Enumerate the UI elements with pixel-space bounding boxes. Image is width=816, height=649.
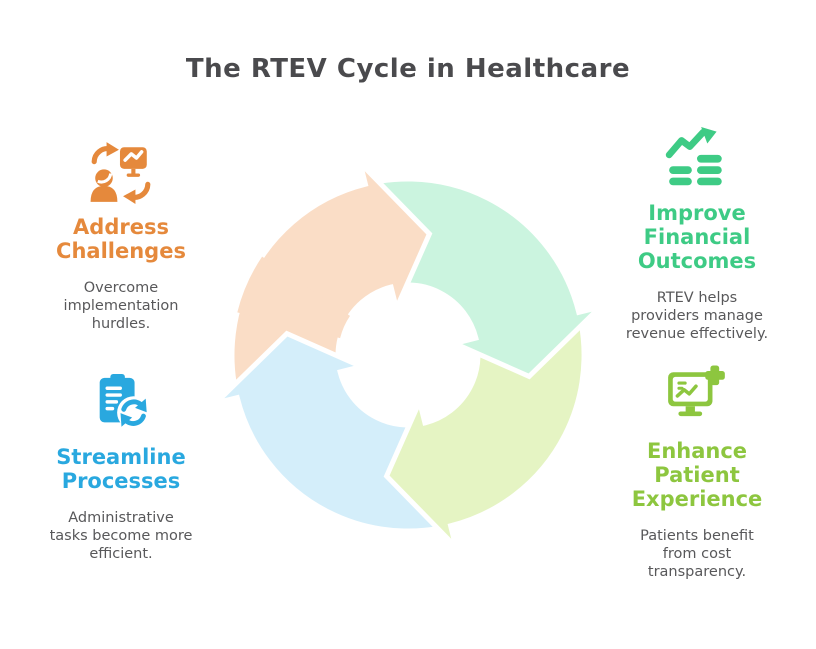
cycle-diagram <box>208 155 608 555</box>
cycle-segment-peach-seam <box>237 256 350 339</box>
section-description: RTEV helps providers manage revenue effe… <box>625 289 769 343</box>
section-description: Overcome implementation hurdles. <box>63 279 179 333</box>
section-enhance-patient-experience: Enhance Patient Experience Patients bene… <box>604 360 790 582</box>
section-improve-financial-outcomes: Improve Financial Outcomes RTEV helps pr… <box>604 122 790 344</box>
section-heading: Streamline Processes <box>56 445 186 493</box>
section-description: Patients benefit from cost transparency. <box>640 527 754 581</box>
person-sync-icon <box>90 142 151 204</box>
clipboard-sync-icon <box>99 373 151 430</box>
section-heading: Enhance Patient Experience <box>631 439 763 511</box>
section-description: Administrative tasks become more efficie… <box>49 509 193 563</box>
growth-chart-icon <box>665 127 722 186</box>
diagram-title: The RTEV Cycle in Healthcare <box>185 54 631 84</box>
section-streamline-processes: Streamline Processes Administrative task… <box>28 366 214 564</box>
monitor-plus-icon <box>668 364 726 417</box>
section-heading: Improve Financial Outcomes <box>637 201 757 273</box>
section-address-challenges: Address Challenges Overcome implementati… <box>28 136 214 334</box>
section-heading: Address Challenges <box>56 215 186 263</box>
